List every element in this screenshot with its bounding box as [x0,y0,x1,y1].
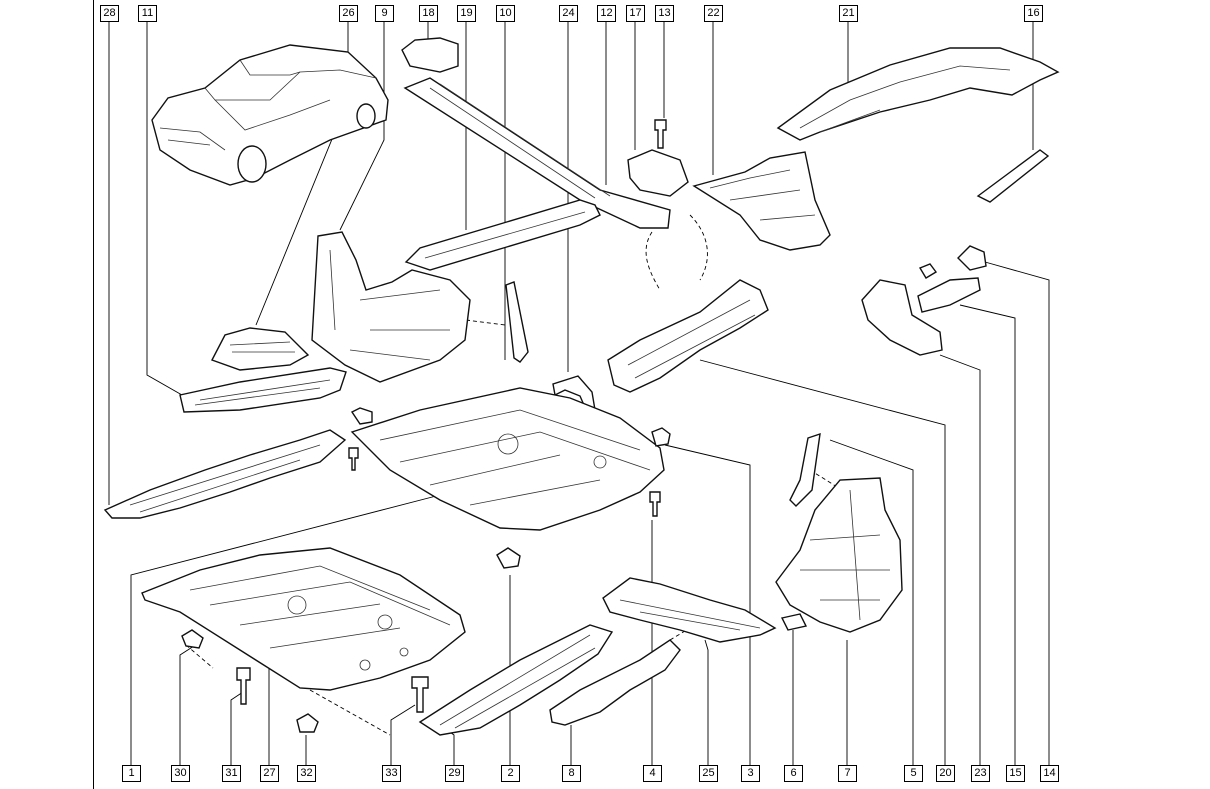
callout-30: 30 [171,765,190,782]
part-12-crossmember [403,77,671,229]
callout-31: 31 [222,765,241,782]
part-20-sill [607,279,769,393]
part-13-bolt [654,119,667,149]
callout-23: 23 [971,765,990,782]
callout-14: 14 [1040,765,1059,782]
callout-24: 24 [559,5,578,22]
part-33-bolt [411,676,429,713]
callout-33: 33 [382,765,401,782]
callout-1: 1 [122,765,141,782]
callout-4: 4 [643,765,662,782]
part-31-bolt [236,667,251,705]
part-2-nut [496,547,521,569]
part-17-bracket [627,149,689,197]
callout-12: 12 [597,5,616,22]
part-14-clip [957,245,987,271]
callout-17: 17 [626,5,645,22]
callout-8: 8 [562,765,581,782]
part-4-bolt [649,491,661,517]
part-29-floor-panel [418,624,614,736]
left-margin-line [93,0,94,789]
part-30-clip [181,629,204,649]
part-fastener-a [350,407,373,425]
callout-29: 29 [445,765,464,782]
callout-3: 3 [741,765,760,782]
leader-lines [108,22,1050,765]
callout-21: 21 [839,5,858,22]
callout-13: 13 [655,5,674,22]
callout-10: 10 [496,5,515,22]
part-19-rail [404,199,601,271]
part-23-bracket [861,279,943,356]
part-25-panel [602,577,777,643]
part-28-front-panel [103,429,347,519]
part-1-under-tray [350,387,665,531]
callout-19: 19 [457,5,476,22]
part-10-link [505,281,529,363]
callout-26: 26 [339,5,358,22]
callout-9: 9 [375,5,394,22]
callout-27: 27 [260,765,279,782]
callout-28: 28 [100,5,119,22]
part-3-clip [651,427,671,447]
callout-6: 6 [784,765,803,782]
callout-16: 16 [1024,5,1043,22]
callout-32: 32 [297,765,316,782]
part-21-side-member [776,47,1060,141]
part-6-clip [780,613,808,631]
part-32-nut [296,713,319,733]
part-7-wheel-arch-liner [775,477,903,633]
callout-22: 22 [704,5,723,22]
part-9-wheel-arch-liner [311,231,471,383]
callout-7: 7 [838,765,857,782]
part-27-skid-plate [141,547,466,691]
part-fastener-b [348,447,359,471]
part-15-bracket [917,277,981,313]
part-18-mount [401,37,459,73]
callout-2: 2 [501,765,520,782]
callout-5: 5 [904,765,923,782]
callout-11: 11 [138,5,157,22]
part-16-strap [976,149,1050,203]
part-15-clip [918,263,938,279]
callout-25: 25 [699,765,718,782]
part-22-panel [692,151,831,251]
callout-20: 20 [936,765,955,782]
part-5-link [789,432,821,507]
part-26-splash-shield [211,327,310,371]
part-8-air-duct [549,639,681,726]
callout-15: 15 [1006,765,1025,782]
car-illustration [151,44,389,186]
callout-18: 18 [419,5,438,22]
